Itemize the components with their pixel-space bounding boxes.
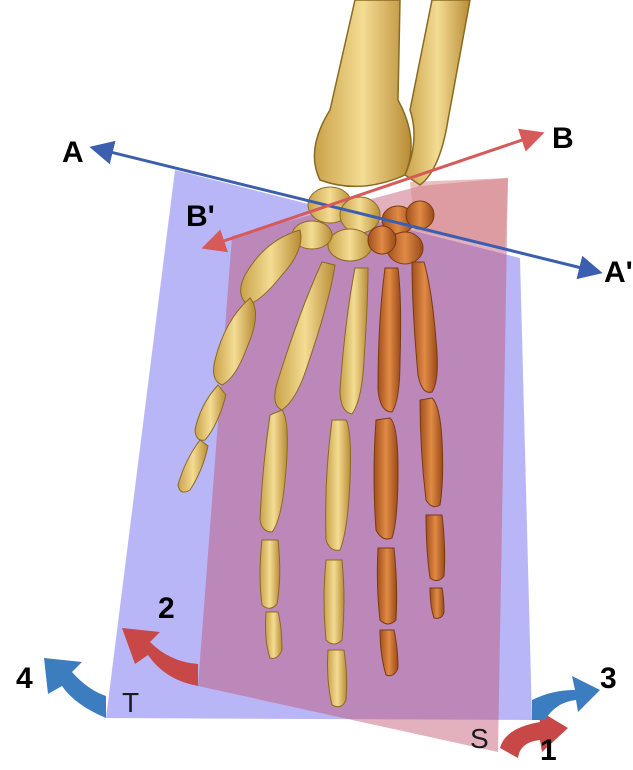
rotation-arrow-3 [532,676,600,720]
label-rotation-4: 4 [16,662,33,695]
forearm-bones [314,0,470,186]
label-B: B [552,122,574,155]
label-rotation-1: 1 [540,734,557,767]
rotation-arrow-4 [44,658,106,718]
label-A: A [62,136,84,169]
label-plane-T: T [122,687,139,718]
label-plane-S: S [470,723,489,754]
label-B-prime: B' [186,200,215,233]
ulna-bone [405,0,470,185]
label-A-prime: A' [604,256,633,289]
label-rotation-3: 3 [600,662,617,695]
plane-S [198,178,508,752]
label-rotation-2: 2 [158,592,175,625]
radius-bone [314,0,411,186]
